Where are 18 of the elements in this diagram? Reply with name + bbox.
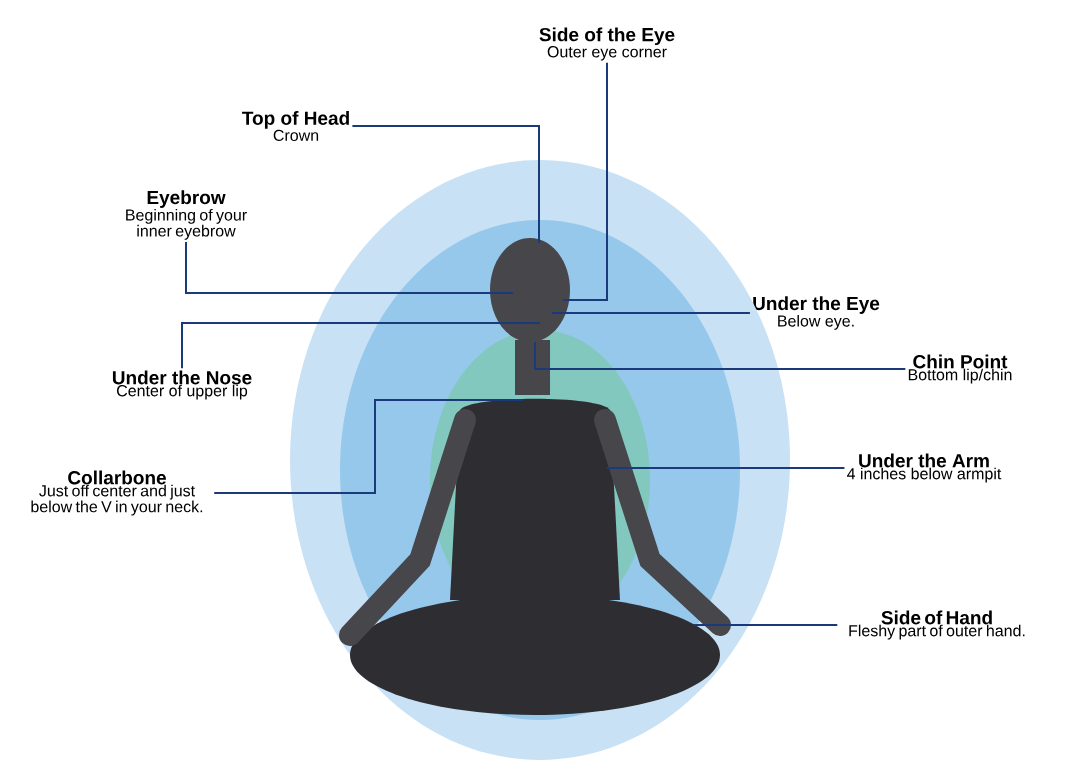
leader-line [351,125,540,244]
callout-label: Side of Hand Fleshy part of outer hand. [849,610,1025,640]
leader-line [534,341,907,370]
callout-label: Eyebrow Beginning of your inner eyebrow [126,190,247,240]
callout-label: Side of the Eye Outer eye corner [539,27,675,61]
callout-label: Under the Nose Center of upper lip [112,370,252,400]
leader-line [692,624,839,626]
leader-line [606,467,846,469]
leader-line [562,61,608,301]
leader-line [213,399,524,494]
leader-line [185,240,514,294]
leader-line [181,322,541,370]
callout-label: Collarbone Just off center and just below the V in your neck. [31,470,203,516]
callout-label: Chin Point Bottom lip/chin [908,354,1012,384]
callout-label: Under the Eye Below eye. [753,296,880,330]
callout-label: Under the Arm 4 inches below armpit [847,453,1002,483]
callout-label: Top of Head Crown [242,111,349,141]
leader-line [551,312,751,314]
